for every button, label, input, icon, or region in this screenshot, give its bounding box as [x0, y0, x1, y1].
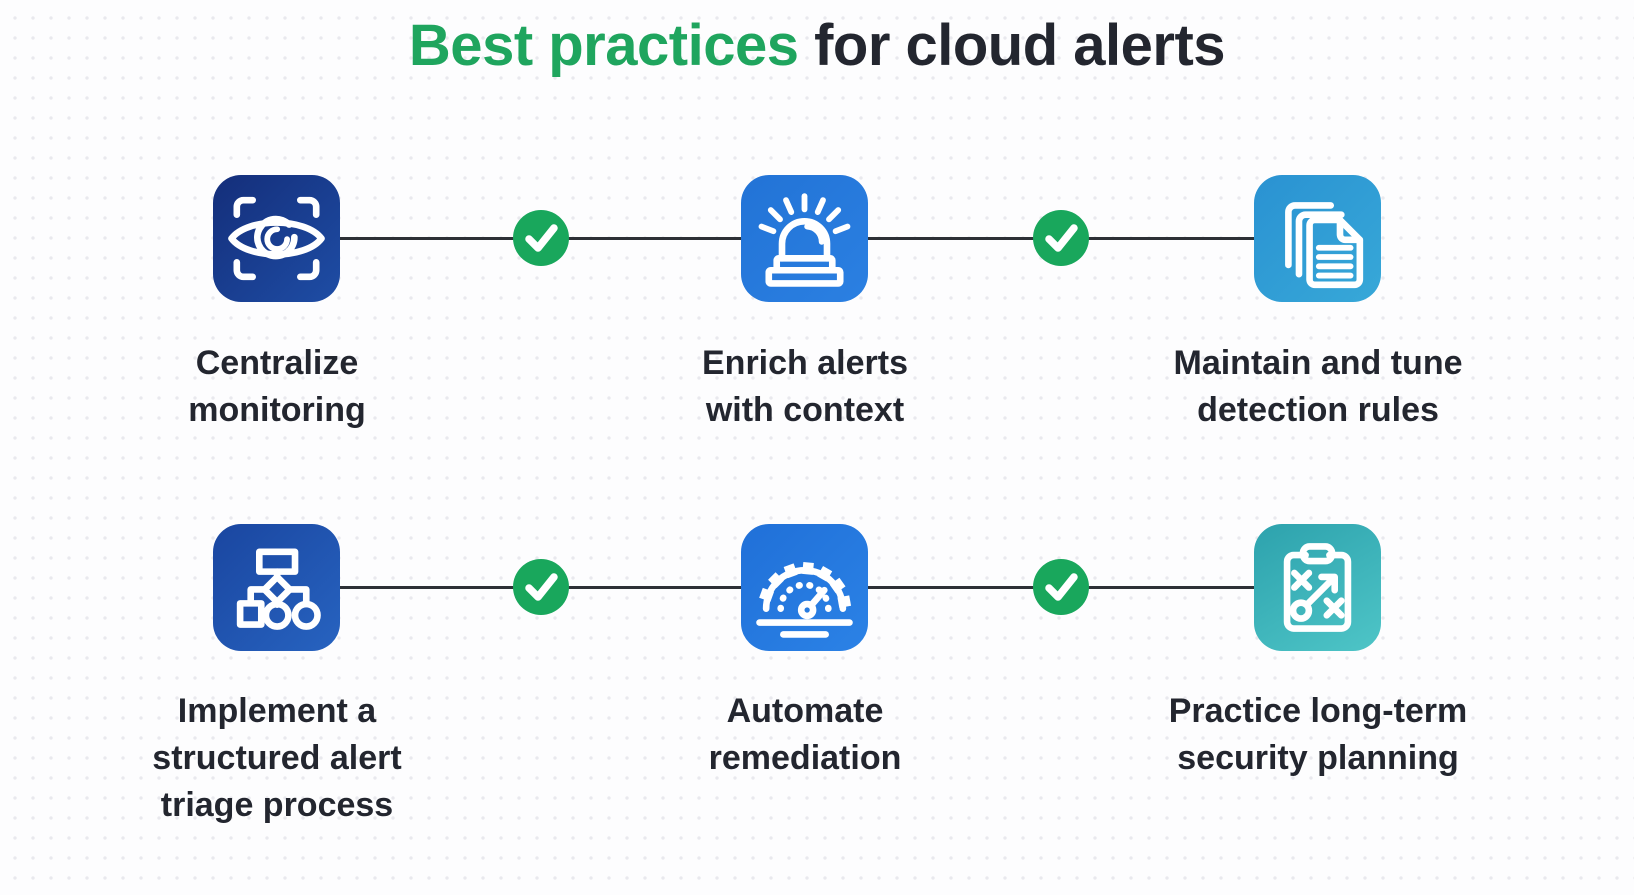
eye-scan-icon: [228, 196, 325, 281]
practice-label: Maintain and tune detection rules: [1173, 344, 1463, 429]
page-title: Best practices for cloud alerts: [0, 12, 1634, 79]
check-badge: [1033, 210, 1089, 266]
check-icon: [525, 224, 558, 252]
practice-tile-security-planning: [1254, 524, 1381, 651]
check-badge: [1033, 559, 1089, 615]
practice-tile-enrich-alerts: [741, 175, 868, 302]
practice-label: Implement a structured alert triage proc…: [152, 692, 402, 824]
flowchart-icon: [236, 548, 321, 630]
practice-label: Automate remediation: [708, 692, 902, 777]
practice-tile-detection-rules: [1254, 175, 1381, 302]
practice-label: Centralize monitoring: [188, 344, 366, 429]
clipboard-strategy-icon: [1283, 543, 1352, 632]
practice-label: Practice long-term security planning: [1168, 692, 1468, 777]
documents-stack-icon: [1285, 202, 1364, 289]
check-icon: [525, 573, 558, 601]
practice-tile-centralize-monitoring: [213, 175, 340, 302]
check-badge: [513, 559, 569, 615]
alarm-siren-icon: [758, 193, 851, 287]
title-highlight: Best practices: [408, 13, 799, 78]
title-rest: for cloud alerts: [798, 13, 1226, 78]
practice-label: Enrich alerts with context: [702, 344, 908, 429]
check-icon: [1045, 224, 1078, 252]
practice-tile-automate-remediation: [741, 524, 868, 651]
gauge-gear-icon: [756, 562, 853, 638]
practice-tile-triage-process: [213, 524, 340, 651]
check-icon: [1045, 573, 1078, 601]
check-badge: [513, 210, 569, 266]
